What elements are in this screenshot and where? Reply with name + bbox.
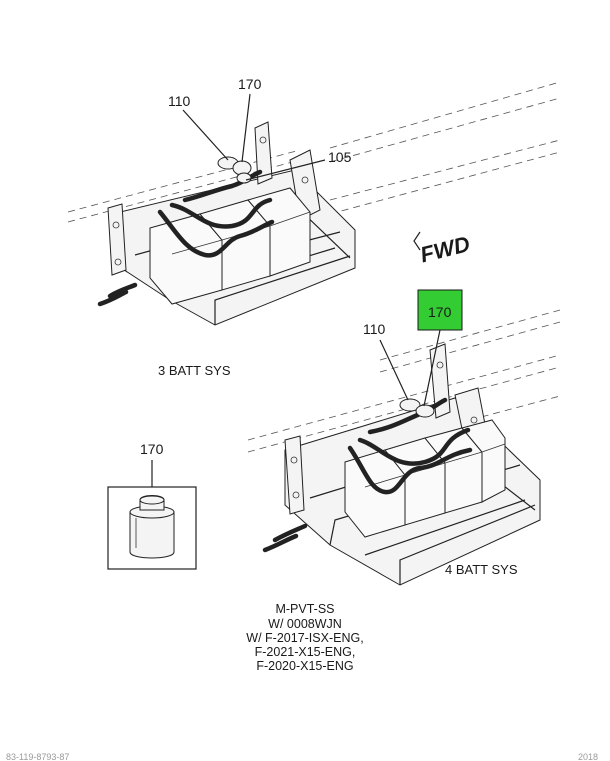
fwd-label: FWD — [418, 231, 473, 267]
container-icon — [129, 495, 175, 559]
callout-110-top[interactable]: 110 — [168, 93, 191, 109]
detail-item-170: 170 — [107, 441, 197, 570]
note-line-1: M-PVT-SS — [275, 602, 334, 616]
forward-direction-indicator: FWD — [413, 231, 473, 267]
four-battery-assembly: 110 170 4 BATT SYS — [247, 289, 561, 586]
note-line-5: F-2020-X15-ENG — [256, 659, 353, 673]
applicability-notes: M-PVT-SS W/ 0008WJN W/ F-2017-ISX-ENG, F… — [246, 602, 363, 673]
callout-170-bottom[interactable]: 170 — [428, 304, 452, 320]
note-line-2: W/ 0008WJN — [268, 617, 342, 631]
callout-170-top[interactable]: 170 — [238, 76, 262, 92]
note-line-3: W/ F-2017-ISX-ENG, — [246, 631, 363, 645]
highlight-box-170[interactable] — [417, 289, 463, 331]
footer-year: 2018 — [578, 752, 598, 761]
note-line-4: F-2021-X15-ENG, — [255, 645, 356, 659]
callout-170-detail[interactable]: 170 — [140, 441, 164, 457]
caption-four-batt: 4 BATT SYS — [445, 562, 518, 577]
callout-110-bottom[interactable]: 110 — [363, 321, 386, 337]
forward-arrow-icon — [413, 231, 421, 251]
three-battery-assembly: 110 170 105 3 BATT SYS — [67, 76, 561, 378]
caption-three-batt: 3 BATT SYS — [158, 363, 231, 378]
footer-drawing-number: 83-119-8793-87 — [6, 752, 69, 761]
callout-105-top[interactable]: 105 — [328, 149, 352, 165]
